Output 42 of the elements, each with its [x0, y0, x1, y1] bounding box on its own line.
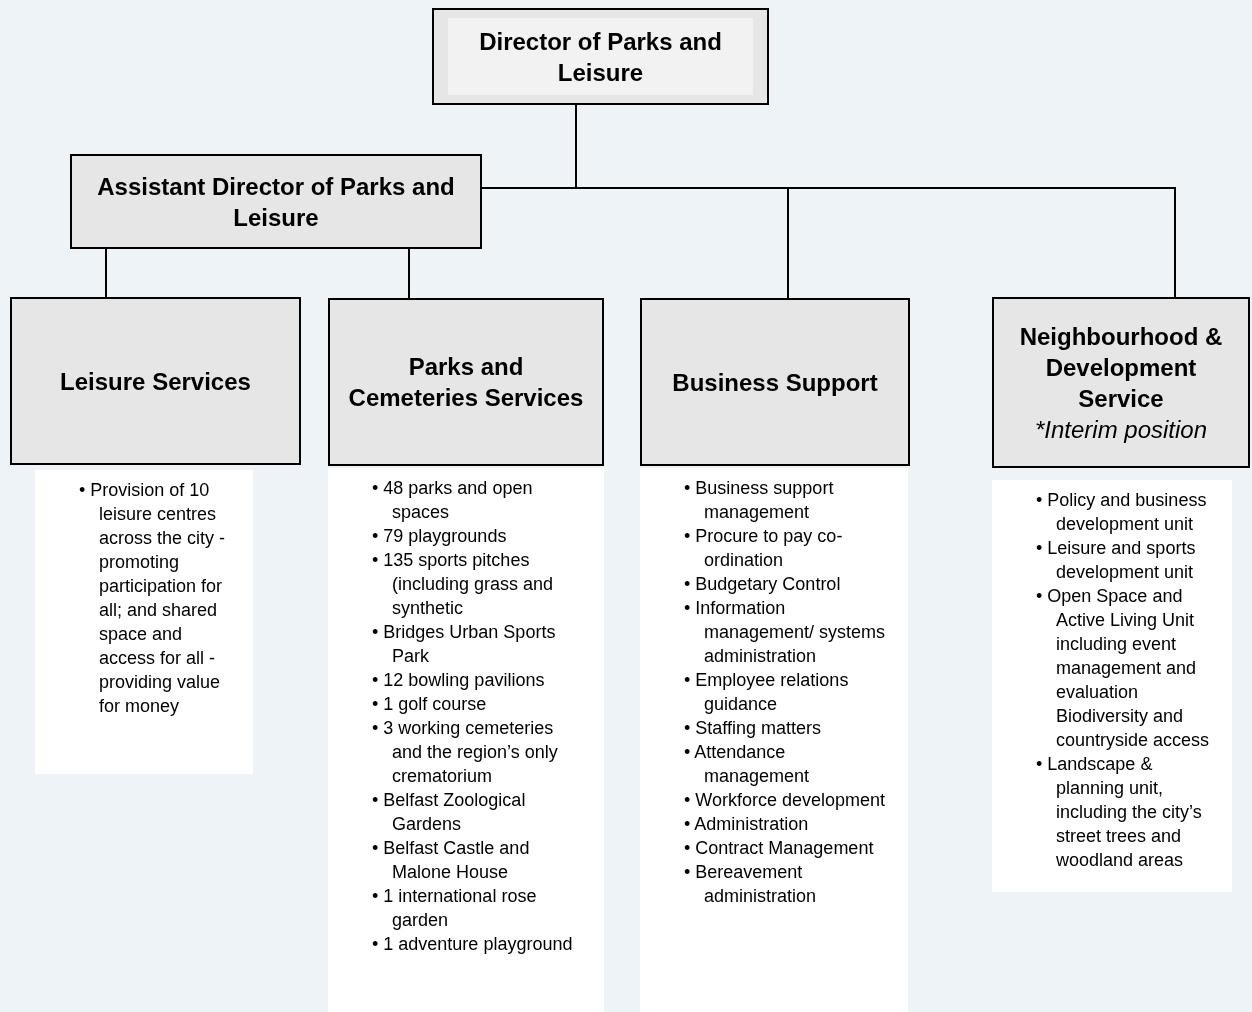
unit-title: Leisure Services	[60, 366, 251, 397]
unit-title: Business Support	[672, 367, 878, 398]
bullet-item: • Budgetary Control	[684, 573, 842, 596]
bullet-item: • Employee relations guidance	[684, 669, 850, 716]
bullet-item: • 1 golf course	[372, 693, 488, 716]
bullet-item: • 79 playgrounds	[372, 525, 508, 548]
director-box	[432, 8, 769, 105]
bullet-item: • Staffing matters	[684, 717, 823, 740]
unit-title: Neighbourhood & Development Service	[1018, 321, 1224, 414]
bullet-item: • Business support management	[684, 477, 835, 524]
bullet-item: • Policy and business development unit	[1036, 489, 1208, 536]
bullet-item: • 1 adventure playground	[372, 933, 574, 956]
connector-line	[105, 248, 107, 298]
bullet-item: • Leisure and sports development unit	[1036, 537, 1197, 584]
bullet-item: • 135 sports pitches (including grass and synthetic	[372, 549, 555, 620]
bullet-item: • 1 international rose garden	[372, 885, 538, 932]
bullet-item: • Belfast Zoological Gardens	[372, 789, 527, 836]
bullet-item: • 48 parks and open spaces	[372, 477, 534, 524]
bullet-item: • Workforce development	[684, 789, 887, 812]
unit-title: Assistant Director of Parks and Leisure	[96, 171, 456, 233]
bullet-item: • Attendance management	[684, 741, 811, 788]
bullet-item: • Open Space and Active Living Unit including event management and evaluation Biodiversity and countryside access	[1036, 585, 1211, 752]
unit-title: Director of Parks and Leisure	[478, 26, 723, 88]
bullet-item: • 3 working cemeteries and the region’s only crematorium	[372, 717, 559, 788]
unit-box	[992, 297, 1250, 468]
bullet-item: • Bereavement administration	[684, 861, 818, 908]
bullet-item: • Belfast Castle and Malone House	[372, 837, 531, 884]
bullet-item: • Provision of 10 leisure centres across the city - promoting participation for all; and shared space and access for all - providing value for money	[79, 479, 227, 718]
connector-line	[408, 248, 410, 299]
unit-box	[328, 298, 604, 466]
bullet-item: • Information management/ systems administration	[684, 597, 887, 668]
unit-box	[70, 154, 482, 249]
unit-box	[10, 297, 301, 465]
unit-note: *Interim position	[1034, 414, 1208, 445]
bullet-item: • Contract Management	[684, 837, 875, 860]
unit-title: Parks and Cemeteries Services	[347, 352, 585, 413]
unit-box	[640, 298, 910, 466]
bullet-item: • 12 bowling pavilions	[372, 669, 546, 692]
bullet-item: • Administration	[684, 813, 810, 836]
bullet-item: • Procure to pay co-ordination	[684, 525, 844, 572]
bullet-item: • Bridges Urban Sports Park	[372, 621, 557, 668]
bullet-item: • Landscape & planning unit, including the city’s street trees and woodland areas	[1036, 753, 1203, 872]
